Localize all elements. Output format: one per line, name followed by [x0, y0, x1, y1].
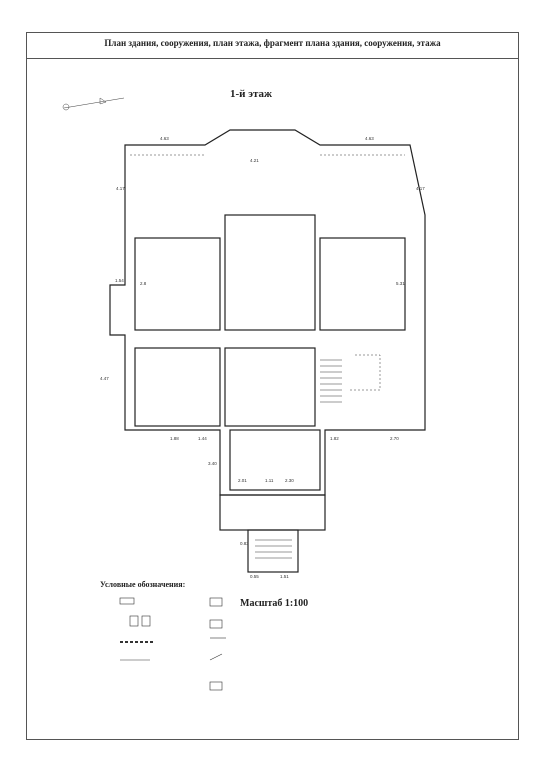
- dimension-label: 4.63: [365, 136, 374, 141]
- north-arrow-icon: [62, 97, 125, 111]
- legend-symbols: [119, 597, 226, 691]
- sheet-title: План здания, сооружения, план этажа, фра…: [104, 38, 441, 48]
- dimension-label: 4.63: [160, 136, 169, 141]
- dimension-label: 1.11: [265, 478, 274, 483]
- dimension-label: 4.17: [116, 186, 125, 191]
- floor-plan: 4.63 4.21 4.63 4.17 4.17 2.8 5.31 1.54 4…: [100, 129, 426, 579]
- dimension-label: 4.21: [250, 158, 259, 163]
- dimension-label: 1.51: [280, 574, 289, 579]
- dimension-label: 3.40: [208, 461, 217, 466]
- dimension-label: 0.55: [250, 574, 259, 579]
- dimension-label: 2.30: [285, 478, 294, 483]
- floor-title: 1-й этаж: [230, 88, 273, 100]
- dimension-label: 2.8: [140, 281, 147, 286]
- dimension-label: 5.31: [396, 281, 405, 286]
- dimension-label: 1.82: [330, 436, 339, 441]
- header-divider: [26, 58, 519, 59]
- dimension-label: 1.44: [198, 436, 207, 441]
- dimension-label: 0.83: [240, 541, 249, 546]
- dimension-label: 2.01: [238, 478, 247, 483]
- dimension-label: 1.54: [115, 278, 124, 283]
- dimension-label: 1.88: [170, 436, 179, 441]
- dimension-label: 4.47: [100, 376, 109, 381]
- legend-title: Условные обозначения:: [100, 580, 186, 589]
- dimension-label: 4.17: [416, 186, 425, 191]
- scale-label: Масштаб 1:100: [240, 598, 309, 609]
- drawing-sheet: [26, 32, 519, 740]
- dimension-label: 2.70: [390, 436, 399, 441]
